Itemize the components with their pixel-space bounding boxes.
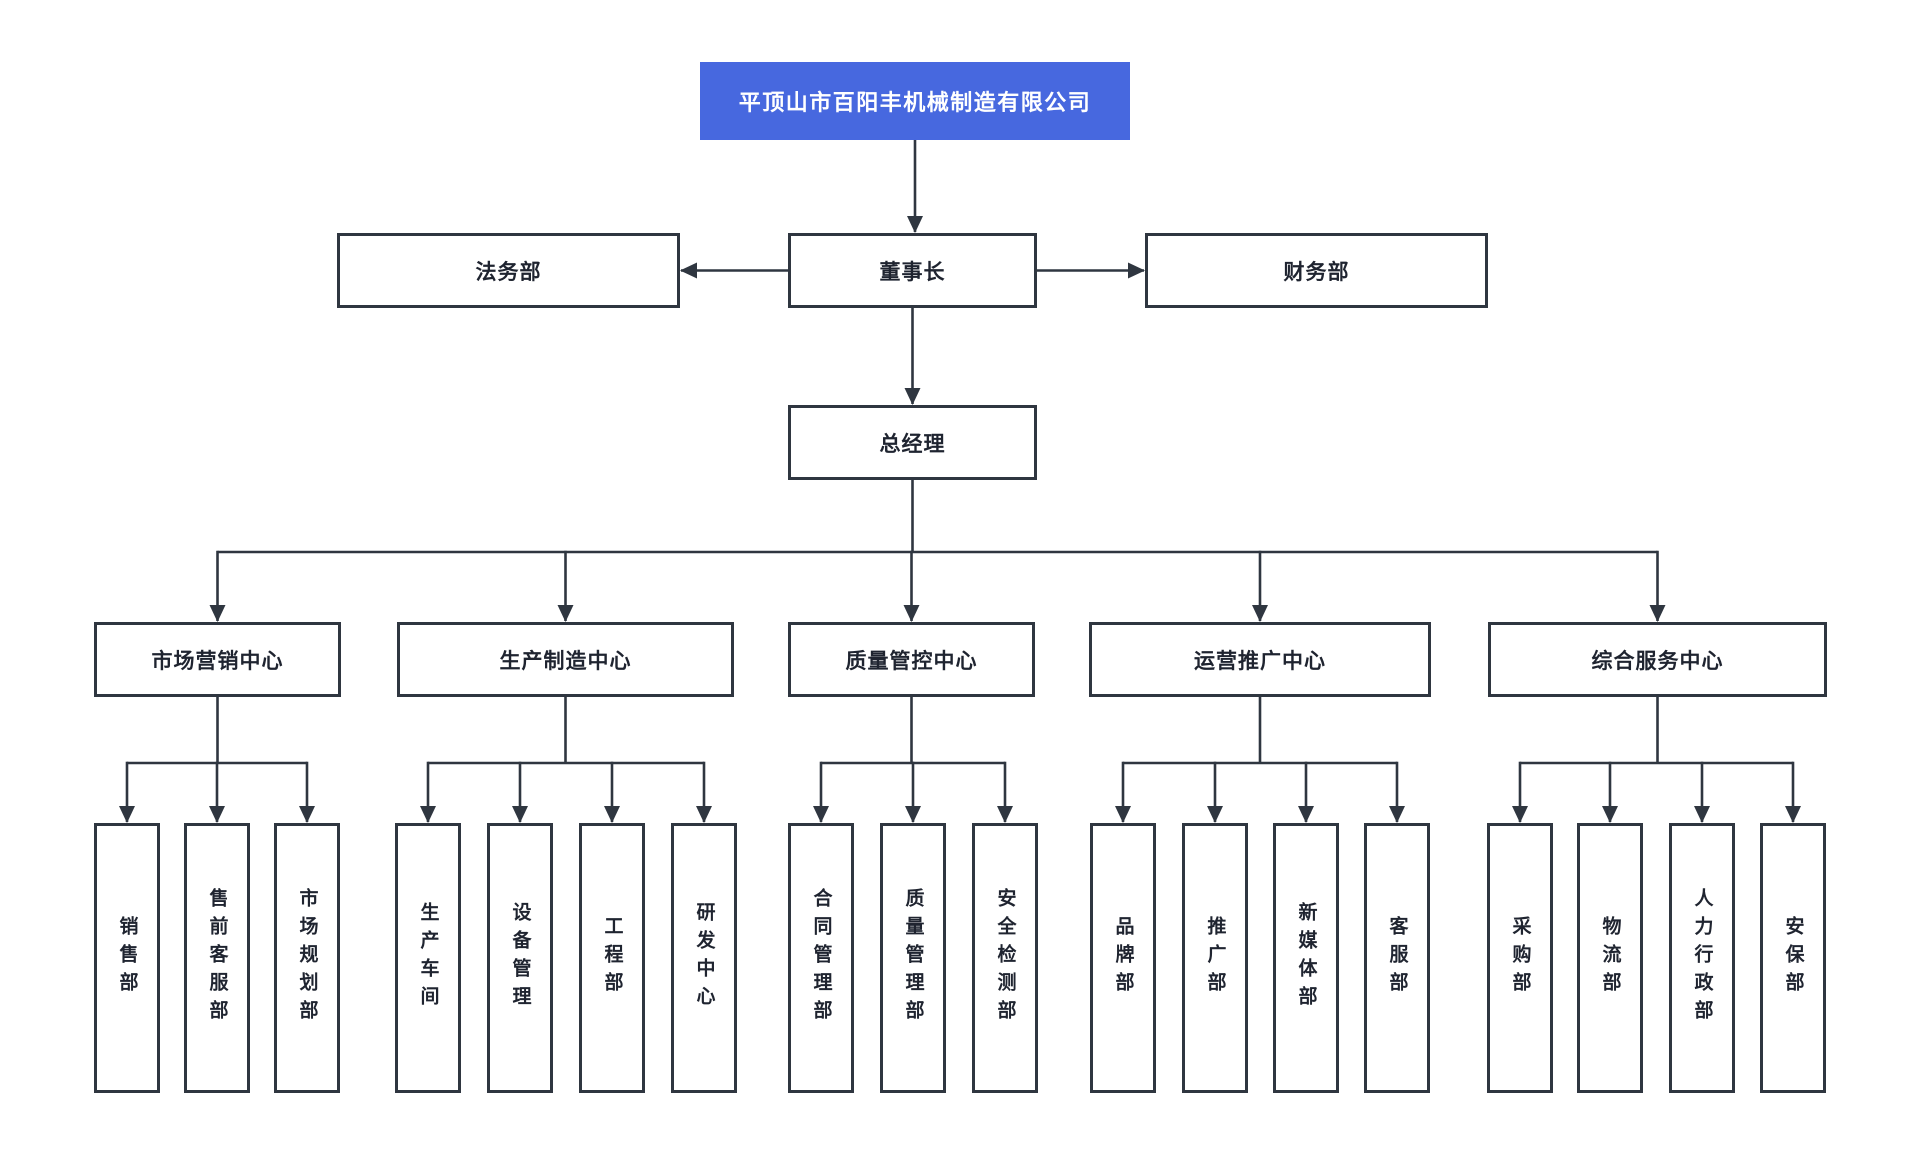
org-node-procurement-dept: 采购部 [1487,823,1553,1093]
org-node-contract-management-dept: 合同管理部 [788,823,854,1093]
org-node-quality-management-dept: 质量管理部 [880,823,946,1093]
org-node-label: 平顶山市百阳丰机械制造有限公司 [738,90,1092,115]
org-node-label: 财务部 [1283,260,1350,284]
org-node-label: 安全检测部 [994,888,1016,1028]
org-node-label: 推广部 [1204,916,1226,1000]
org-node-production-workshop: 生产车间 [395,823,461,1093]
org-node-label: 生产车间 [417,902,439,1014]
org-node-label: 生产制造中心 [499,649,632,673]
org-node-label: 研发中心 [693,902,715,1014]
org-node-legal-dept: 法务部 [337,233,680,308]
org-node-label: 品牌部 [1112,916,1134,1000]
org-node-label: 运营推广中心 [1194,649,1326,673]
org-node-label: 售前客服部 [206,888,228,1028]
org-node-label: 人力行政部 [1691,888,1713,1028]
org-node-logistics-dept: 物流部 [1577,823,1643,1093]
org-node-label: 新媒体部 [1295,902,1317,1014]
org-node-label: 法务部 [475,260,542,284]
org-node-label: 合同管理部 [810,888,832,1028]
org-node-label: 质量管理部 [902,888,924,1028]
org-node-label: 市场营销中心 [151,649,284,673]
org-node-sales-dept: 销售部 [94,823,160,1093]
org-node-equipment-management: 设备管理 [487,823,553,1093]
org-node-company: 平顶山市百阳丰机械制造有限公司 [700,62,1130,140]
org-node-security-dept: 安保部 [1760,823,1826,1093]
org-node-market-planning-dept: 市场规划部 [274,823,340,1093]
org-node-presales-service-dept: 售前客服部 [184,823,250,1093]
org-node-label: 销售部 [116,916,138,1000]
org-node-new-media-dept: 新媒体部 [1273,823,1339,1093]
org-node-production-center: 生产制造中心 [397,622,734,697]
org-node-label: 董事长 [879,260,946,284]
org-node-label: 物流部 [1599,916,1621,1000]
org-node-label: 综合服务中心 [1591,649,1724,673]
org-node-engineering-dept: 工程部 [579,823,645,1093]
org-node-label: 设备管理 [509,902,531,1014]
org-node-promotion-dept: 推广部 [1182,823,1248,1093]
org-node-service-center: 综合服务中心 [1488,622,1827,697]
org-node-label: 质量管控中心 [845,649,978,673]
org-node-brand-dept: 品牌部 [1090,823,1156,1093]
org-node-label: 客服部 [1386,916,1408,1000]
org-node-hr-admin-dept: 人力行政部 [1669,823,1735,1093]
org-node-finance-dept: 财务部 [1145,233,1488,308]
org-node-label: 市场规划部 [296,888,318,1028]
org-node-quality-center: 质量管控中心 [788,622,1035,697]
org-node-marketing-center: 市场营销中心 [94,622,341,697]
org-node-label: 工程部 [601,916,623,1000]
org-node-customer-service-dept: 客服部 [1364,823,1430,1093]
org-node-safety-inspection-dept: 安全检测部 [972,823,1038,1093]
org-node-chairman: 董事长 [788,233,1037,308]
org-node-rd-center: 研发中心 [671,823,737,1093]
org-node-label: 安保部 [1782,916,1804,1000]
org-node-label: 总经理 [879,432,946,456]
org-node-operations-center: 运营推广中心 [1089,622,1431,697]
org-node-general-manager: 总经理 [788,405,1037,480]
org-node-label: 采购部 [1509,916,1531,1000]
